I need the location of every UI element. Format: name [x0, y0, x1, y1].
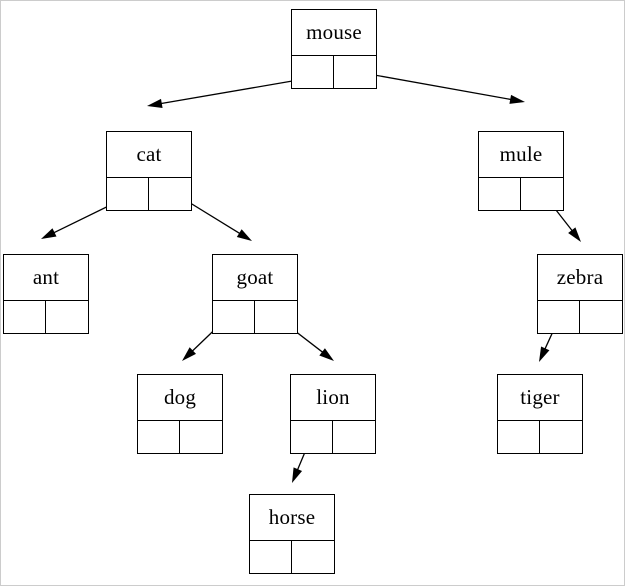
tree-node-tiger[interactable]: tiger [497, 374, 583, 454]
edge-arrowhead [292, 467, 303, 483]
node-pointer-row-dog [138, 421, 222, 453]
node-pointer-row-cat [107, 178, 191, 210]
node-pointer-row-mouse [292, 56, 376, 88]
node-label-cat: cat [107, 132, 191, 178]
left-pointer-cell-lion[interactable] [291, 421, 333, 453]
node-label-ant: ant [4, 255, 88, 301]
node-pointer-row-tiger [498, 421, 582, 453]
right-pointer-cell-lion[interactable] [333, 421, 375, 453]
right-pointer-cell-mouse[interactable] [334, 56, 376, 88]
tree-node-lion[interactable]: lion [290, 374, 376, 454]
tree-node-zebra[interactable]: zebra [537, 254, 623, 334]
node-label-mouse: mouse [292, 10, 376, 56]
node-pointer-row-goat [213, 301, 297, 333]
node-label-lion: lion [291, 375, 375, 421]
left-pointer-cell-dog[interactable] [138, 421, 180, 453]
right-pointer-cell-cat[interactable] [149, 178, 191, 210]
node-pointer-row-zebra [538, 301, 622, 333]
node-label-horse: horse [250, 495, 334, 541]
node-pointer-row-mule [479, 178, 563, 210]
node-label-zebra: zebra [538, 255, 622, 301]
node-pointer-row-horse [250, 541, 334, 573]
tree-node-ant[interactable]: ant [3, 254, 89, 334]
node-label-tiger: tiger [498, 375, 582, 421]
left-pointer-cell-ant[interactable] [4, 301, 46, 333]
tree-node-cat[interactable]: cat [106, 131, 192, 211]
right-pointer-cell-mule[interactable] [521, 178, 563, 210]
right-pointer-cell-ant[interactable] [46, 301, 88, 333]
edge-line [159, 78, 305, 105]
left-pointer-cell-mouse[interactable] [292, 56, 334, 88]
left-pointer-cell-horse[interactable] [250, 541, 292, 573]
edge-arrowhead [568, 227, 581, 242]
edge-arrowhead [236, 229, 252, 241]
left-pointer-cell-cat[interactable] [107, 178, 149, 210]
edge-arrowhead [147, 98, 163, 108]
tree-node-horse[interactable]: horse [249, 494, 335, 574]
left-pointer-cell-zebra[interactable] [538, 301, 580, 333]
edge-arrowhead [41, 228, 57, 239]
tree-node-goat[interactable]: goat [212, 254, 298, 334]
edge-arrowhead [539, 346, 550, 362]
right-pointer-cell-horse[interactable] [292, 541, 334, 573]
node-label-goat: goat [213, 255, 297, 301]
right-pointer-cell-tiger[interactable] [540, 421, 582, 453]
left-pointer-cell-mule[interactable] [479, 178, 521, 210]
node-pointer-row-ant [4, 301, 88, 333]
node-label-dog: dog [138, 375, 222, 421]
right-pointer-cell-zebra[interactable] [580, 301, 622, 333]
left-pointer-cell-tiger[interactable] [498, 421, 540, 453]
node-pointer-row-lion [291, 421, 375, 453]
tree-node-mule[interactable]: mule [478, 131, 564, 211]
node-label-mule: mule [479, 132, 563, 178]
left-pointer-cell-goat[interactable] [213, 301, 255, 333]
tree-node-dog[interactable]: dog [137, 374, 223, 454]
edge-arrowhead [182, 347, 197, 361]
right-pointer-cell-dog[interactable] [180, 421, 222, 453]
right-pointer-cell-goat[interactable] [255, 301, 297, 333]
edge-arrowhead [319, 348, 334, 361]
edge-mouse-cat [147, 78, 305, 108]
edge-arrowhead [509, 94, 525, 104]
tree-node-mouse[interactable]: mouse [291, 9, 377, 89]
